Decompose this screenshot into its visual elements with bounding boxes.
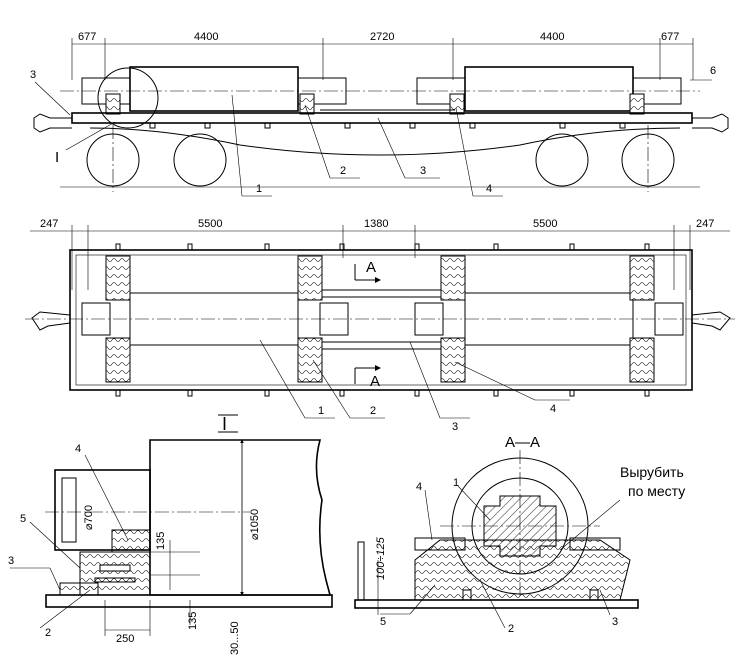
detail-dim-30-50: 30...50 [229, 621, 241, 655]
top-dim-4: 247 [696, 218, 714, 230]
detail-dim-250: 250 [116, 633, 134, 645]
section-mark-top: A [366, 259, 376, 276]
detail-dim-1050: ⌀1050 [249, 509, 261, 540]
top-dim-2: 1380 [364, 218, 388, 230]
section-title: А—А [505, 434, 540, 451]
section-dim: 100÷125 [375, 536, 387, 580]
side-dim-0: 677 [78, 31, 96, 43]
detail-dim-135-top: 135 [155, 532, 167, 550]
top-dim-3: 5500 [533, 218, 557, 230]
side-view: 677 4400 2720 4400 677 [30, 31, 729, 197]
section-note-line1: Вырубить [620, 464, 684, 480]
top-dim-0: 247 [40, 218, 58, 230]
detail-title: I [222, 414, 227, 434]
top-pockets [115, 243, 650, 397]
detail-label-3: 3 [8, 555, 14, 567]
side-dim-3: 4400 [540, 31, 564, 43]
section-view: А—А 100÷125 Вырубить по месту 4 1 5 2 [354, 434, 685, 635]
top-blocks [105, 255, 655, 383]
side-label-2: 2 [340, 165, 346, 177]
section-label-3: 3 [612, 616, 618, 628]
detail-dim-135-bottom: 135 [187, 612, 199, 630]
section-label-2: 2 [508, 623, 514, 635]
side-label-3: 3 [30, 69, 36, 81]
side-pockets [149, 122, 626, 129]
section-label-4: 4 [416, 481, 422, 493]
detail-view: I ⌀1050 ⌀700 135 135 250 30...50 [8, 414, 333, 655]
side-label-4: 4 [486, 183, 492, 195]
side-dim-2: 2720 [370, 31, 394, 43]
top-view: 247 5500 1380 5500 247 [25, 218, 735, 433]
section-label-5: 5 [380, 616, 386, 628]
top-label-4: 4 [550, 403, 556, 415]
detail-dim-700: ⌀700 [83, 505, 95, 530]
top-label-1: 1 [318, 405, 324, 417]
side-dim-1: 4400 [194, 31, 218, 43]
detail-label-4: 4 [75, 443, 81, 455]
detail-label-2: 2 [45, 627, 51, 639]
top-label-2: 2 [370, 405, 376, 417]
top-dim-1: 5500 [198, 218, 222, 230]
side-label-6: 6 [710, 65, 716, 77]
side-label-1: 1 [256, 183, 262, 195]
section-label-1: 1 [453, 477, 459, 489]
section-note-line2: по месту [628, 483, 685, 499]
section-mark-bottom: A [370, 373, 380, 390]
side-dim-4: 677 [661, 31, 679, 43]
top-label-3: 3 [452, 421, 458, 433]
side-label-I: I [55, 149, 59, 166]
detail-label-5: 5 [20, 513, 26, 525]
side-label-3b: 3 [420, 165, 426, 177]
